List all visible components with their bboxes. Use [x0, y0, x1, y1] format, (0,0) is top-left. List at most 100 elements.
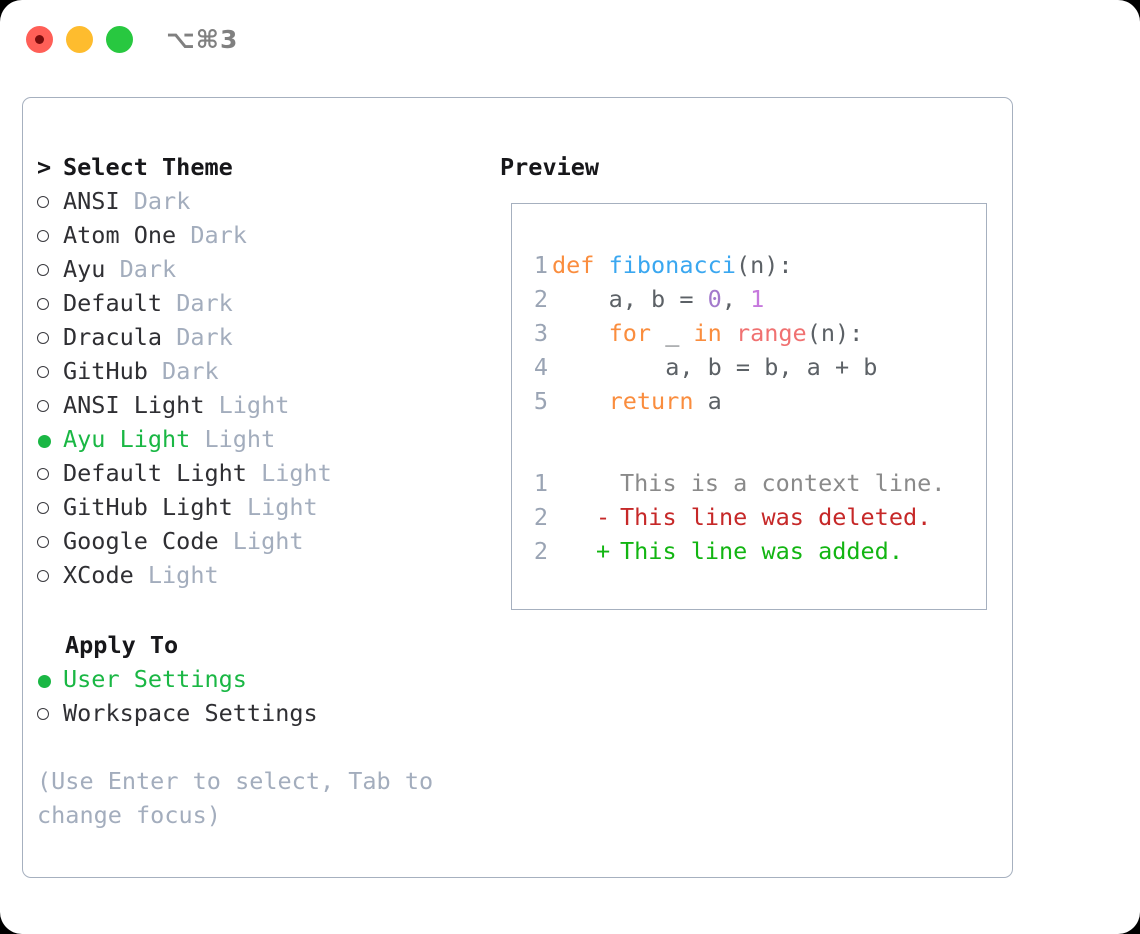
keyboard-hint-text: (Use Enter to select, Tab to change focu… [37, 767, 434, 829]
theme-option-kind-badge: Light [261, 459, 332, 487]
code-token: fibonacci [608, 251, 736, 279]
theme-option-ansi[interactable]: ANSI Dark [37, 184, 487, 218]
code-token: range [735, 319, 807, 347]
preview-heading: Preview [500, 153, 600, 181]
theme-option-kind-badge: Light [246, 493, 318, 521]
preview-diff-line: 2 + This line was added. [512, 534, 986, 568]
theme-option-label: Ayu [63, 255, 120, 283]
theme-option-label: Dracula [63, 323, 177, 351]
theme-option-kind-badge: Dark [162, 357, 219, 385]
apply-to-option-label: Workspace Settings [63, 699, 318, 727]
code-line-text: def fibonacci(n): [552, 248, 793, 282]
code-line-number: 1 [533, 251, 548, 279]
theme-option-xcode[interactable]: XCode Light [37, 558, 487, 592]
code-token: 0 [707, 285, 722, 313]
theme-option-google-code[interactable]: Google Code Light [37, 524, 487, 558]
cursor-marker: > [37, 153, 66, 181]
code-token: in [693, 319, 736, 347]
code-line-number: 3 [533, 319, 548, 347]
theme-option-label: XCode [63, 561, 148, 589]
code-token: (n): [735, 251, 793, 279]
theme-option-kind-badge: Dark [190, 221, 247, 249]
code-indent [552, 387, 609, 415]
code-line-number: 4 [533, 353, 548, 381]
theme-option-label: Atom One [63, 221, 191, 249]
preview-code-line: 3 for _ in range(n): [512, 316, 986, 350]
theme-option-label: ANSI Light [63, 391, 219, 419]
theme-option-atom-one[interactable]: Atom One Dark [37, 218, 487, 252]
select-theme-heading: > Select Theme [37, 150, 487, 184]
select-theme-heading-label: Select Theme [63, 153, 233, 181]
theme-option-ayu-light[interactable]: Ayu Light Light [37, 422, 487, 456]
theme-option-kind-badge: Light [204, 425, 276, 453]
preview-code-line: 5 return a [512, 384, 986, 418]
theme-option-kind-badge: Light [147, 561, 219, 589]
apply-to-option-workspace-settings[interactable]: Workspace Settings [37, 696, 487, 730]
theme-option-kind-badge: Light [232, 527, 304, 555]
theme-option-label: Default Light [63, 459, 262, 487]
theme-option-label: GitHub [63, 357, 163, 385]
diff-line-number: 2 [533, 503, 548, 531]
theme-option-dracula[interactable]: Dracula Dark [37, 320, 487, 354]
close-window-button[interactable] [26, 26, 53, 53]
diff-line-text: This line was deleted. [620, 503, 932, 531]
diff-marker [596, 466, 610, 500]
code-token: 1 [750, 285, 765, 313]
diff-line-number: 2 [533, 537, 548, 565]
minimize-window-button[interactable] [66, 26, 93, 53]
window-title: ⌥⌘3 [166, 25, 239, 54]
theme-option-label: Ayu Light [63, 425, 205, 453]
code-token: def [552, 251, 609, 279]
diff-line-text: This line was added. [620, 537, 903, 565]
theme-option-default-light[interactable]: Default Light Light [37, 456, 487, 490]
code-token: for [608, 319, 666, 347]
theme-option-label: ANSI [63, 187, 134, 215]
theme-option-default[interactable]: Default Dark [37, 286, 487, 320]
theme-option-ansi-light[interactable]: ANSI Light Light [37, 388, 487, 422]
code-token: a, b = [608, 285, 708, 313]
preview-code-line: 2 a, b = 0, 1 [512, 282, 986, 316]
theme-option-kind-badge: Dark [119, 255, 177, 283]
code-token: a, b = b, a + b [665, 353, 878, 381]
theme-option-kind-badge: Dark [133, 187, 191, 215]
apply-to-heading: Apply To [65, 631, 179, 659]
theme-option-kind-badge: Light [218, 391, 290, 419]
code-line-text: return a [552, 384, 722, 418]
theme-option-kind-badge: Dark [176, 289, 233, 317]
code-token: , [721, 285, 751, 313]
preview-code-line: 4 a, b = b, a + b [512, 350, 986, 384]
window-titlebar: ⌥⌘3 [0, 0, 1140, 80]
diff-line-number: 1 [533, 469, 548, 497]
preview-diff-line: 1 This is a context line. [512, 466, 986, 500]
diff-line-text: This is a context line. [620, 469, 946, 497]
code-line-text: for _ in range(n): [552, 316, 864, 350]
theme-option-label: Google Code [63, 527, 233, 555]
apply-to-option-label: User Settings [63, 665, 247, 693]
theme-option-ayu[interactable]: Ayu Dark [37, 252, 487, 286]
code-token: _ [665, 319, 694, 347]
maximize-window-button[interactable] [106, 26, 133, 53]
theme-option-github[interactable]: GitHub Dark [37, 354, 487, 388]
code-token: (n): [806, 319, 864, 347]
code-line-text: a, b = b, a + b [552, 350, 877, 384]
code-indent [552, 285, 609, 313]
code-line-number: 5 [533, 387, 548, 415]
preview-diff-line: 2 -This line was deleted. [512, 500, 986, 534]
code-token: a [707, 387, 722, 415]
code-indent [552, 353, 665, 381]
apply-to-option-user-settings[interactable]: User Settings [37, 662, 487, 696]
diff-marker: + [596, 537, 611, 565]
diff-marker: - [596, 503, 611, 531]
theme-option-kind-badge: Dark [176, 323, 233, 351]
theme-option-github-light[interactable]: GitHub Light Light [37, 490, 487, 524]
theme-option-label: Default [63, 289, 177, 317]
code-line-text: a, b = 0, 1 [552, 282, 765, 316]
code-indent [552, 319, 609, 347]
